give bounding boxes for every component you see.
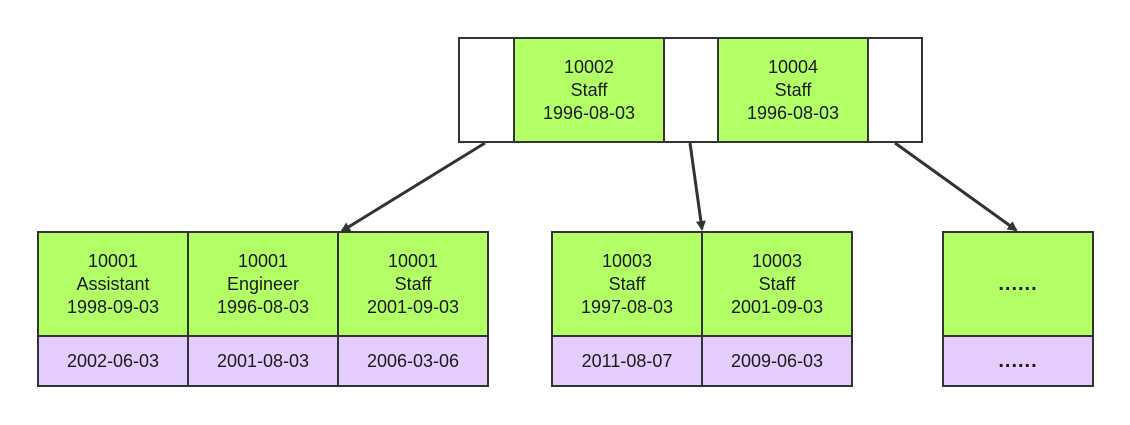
value-to-date: 2002-06-03	[66, 350, 160, 371]
edge-root-to-leaf-1	[340, 141, 486, 233]
leaf-value: 2011-08-07	[551, 335, 703, 387]
key-id: 10003	[601, 250, 653, 271]
value-to-date: 2006-03-06	[366, 350, 460, 371]
key-id: 10004	[767, 56, 819, 77]
key-from-date: 1996-08-03	[746, 102, 840, 123]
value-to-date: 2011-08-07	[581, 350, 673, 371]
key-from-date: 2001-09-03	[730, 296, 824, 317]
key-title: Staff	[774, 79, 812, 100]
leaf-value: 2006-03-06	[337, 335, 489, 387]
key-from-date: 1996-08-03	[542, 102, 636, 123]
root-key-1: 10004 Staff 1996-08-03	[717, 37, 869, 143]
key-id: 10001	[387, 250, 439, 271]
key-from-date: 1997-08-03	[580, 296, 674, 317]
leaf-key: 10001 Staff 2001-09-03	[337, 231, 489, 337]
leaf-value: 2002-06-03	[37, 335, 189, 387]
key-title: Staff	[394, 273, 432, 294]
root-key-0: 10002 Staff 1996-08-03	[513, 37, 665, 143]
key-from-date: 2001-09-03	[366, 296, 460, 317]
ellipsis: ......	[998, 272, 1038, 295]
key-title: Assistant	[76, 273, 150, 294]
key-id: 10003	[751, 250, 803, 271]
key-from-date: 1998-09-03	[66, 296, 160, 317]
key-id: 10001	[237, 250, 289, 271]
leaf-value: 2001-08-03	[187, 335, 339, 387]
root-pointer-1	[663, 37, 719, 143]
leaf-key: 10003 Staff 2001-09-03	[701, 231, 853, 337]
value-to-date: 2001-08-03	[216, 350, 310, 371]
edge-root-to-leaf-2	[688, 142, 706, 231]
key-title: Staff	[570, 79, 608, 100]
key-title: Staff	[608, 273, 646, 294]
leaf-key: 10001 Engineer 1996-08-03	[187, 231, 339, 337]
key-title: Staff	[758, 273, 796, 294]
leaf-key: 10001 Assistant 1998-09-03	[37, 231, 189, 337]
leaf-key: 10003 Staff 1997-08-03	[551, 231, 703, 337]
value-to-date: 2009-06-03	[730, 350, 824, 371]
edge-root-to-leaf-3	[894, 141, 1018, 232]
key-title: Engineer	[226, 273, 300, 294]
key-from-date: 1996-08-03	[216, 296, 310, 317]
key-id: 10001	[87, 250, 139, 271]
leaf-value: 2009-06-03	[701, 335, 853, 387]
leaf-key-ellipsis: ......	[942, 231, 1094, 337]
leaf-value-ellipsis: ......	[942, 335, 1094, 387]
key-id: 10002	[563, 56, 615, 77]
root-pointer-0	[458, 37, 515, 143]
ellipsis: ......	[998, 349, 1038, 372]
root-pointer-2	[867, 37, 923, 143]
